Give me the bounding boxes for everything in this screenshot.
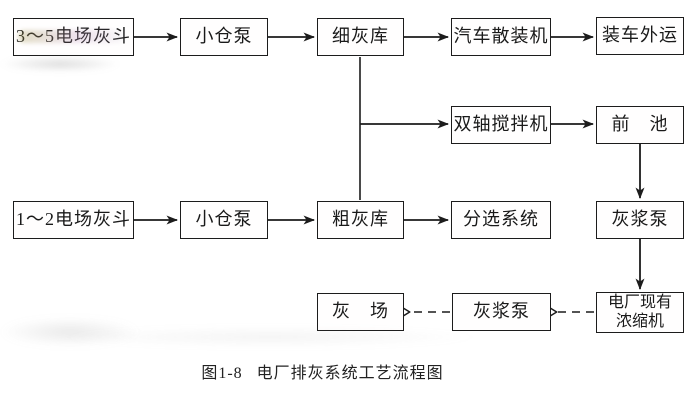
- node-esp-hopper-1-2: 1～2电场灰斗: [13, 201, 134, 239]
- node-bin-pump-top: 小仓泵: [180, 18, 268, 56]
- node-ash-slurry-pump-bottom: 灰浆泵: [452, 293, 551, 331]
- node-existing-thickener: 电厂现有 浓缩机: [596, 292, 684, 333]
- node-fine-ash-silo: 细灰库: [317, 18, 404, 56]
- node-ash-yard: 灰 场: [317, 293, 404, 331]
- figure-caption: 图1-8 电厂排灰系统工艺流程图: [130, 359, 515, 383]
- node-truck-bulk-loader: 汽车散装机: [451, 18, 551, 56]
- node-bin-pump-bottom: 小仓泵: [180, 201, 268, 239]
- node-forebay: 前 池: [596, 106, 684, 144]
- figure-title: 电厂排灰系统工艺流程图: [256, 365, 444, 382]
- node-esp-hopper-3-5: 3～5电场灰斗: [13, 18, 134, 56]
- node-sorting-system: 分选系统: [451, 201, 551, 239]
- node-load-truck-out: 装车外运: [596, 17, 684, 55]
- node-ash-slurry-pump-right: 灰浆泵: [596, 201, 684, 239]
- node-twin-shaft-mixer: 双轴搅拌机: [451, 106, 551, 144]
- figure-number: 图1-8: [201, 365, 243, 382]
- node-coarse-ash-silo: 粗灰库: [317, 201, 404, 239]
